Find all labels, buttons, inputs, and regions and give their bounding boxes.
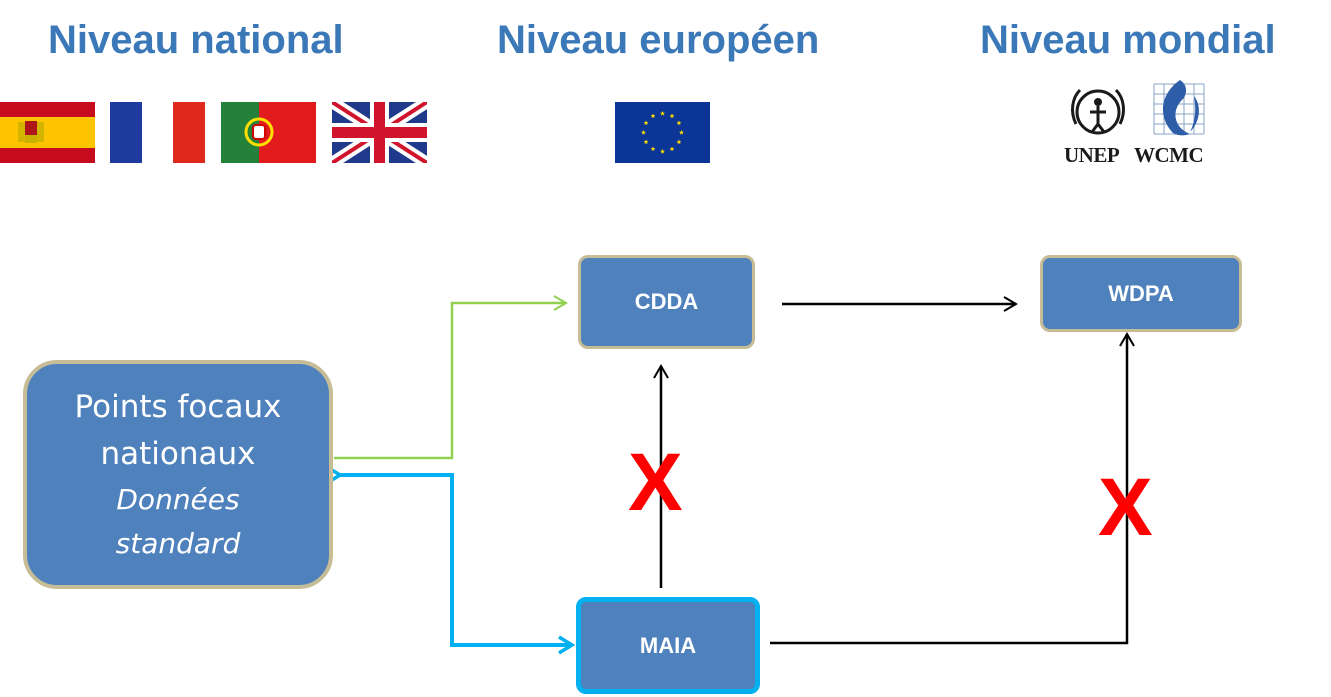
eu-star-icon xyxy=(643,120,649,126)
eu-star-icon xyxy=(679,129,684,135)
portugal-flag-icon xyxy=(221,102,316,163)
spain-flag-icon xyxy=(0,102,95,163)
wcmc-label: WCMC xyxy=(1134,143,1204,167)
eu-star-icon xyxy=(676,139,682,145)
heading-national: Niveau national xyxy=(48,18,344,62)
eu-star-icon xyxy=(641,129,646,135)
node-wdpa: WDPA xyxy=(1040,255,1242,332)
cross-maia-wdpa: X xyxy=(1098,462,1153,553)
arrow-maia-to-wdpa xyxy=(770,332,1135,645)
arrow-maia-focal-blue xyxy=(326,465,576,655)
arrow-focal-to-cdda xyxy=(334,295,568,460)
eu-star-icon xyxy=(650,113,656,119)
node-maia: MAIA xyxy=(576,597,760,694)
eu-star-icon xyxy=(650,146,656,152)
node-focal-line1: Points focaux xyxy=(74,388,282,425)
eu-star-icon xyxy=(660,110,665,116)
eu-flag-icon xyxy=(615,102,710,163)
cross-maia-cdda: X xyxy=(628,437,683,528)
node-cdda: CDDA xyxy=(578,255,755,349)
unep-logo-icon xyxy=(1071,88,1125,135)
node-focal-line2: nationaux xyxy=(100,435,256,472)
eu-star-icon xyxy=(669,146,675,152)
uk-flag-icon xyxy=(332,102,427,163)
heading-european: Niveau européen xyxy=(497,18,820,62)
eu-star-icon xyxy=(660,148,665,154)
node-focal-line3: Données xyxy=(116,482,240,516)
node-focal-line4: standard xyxy=(115,526,241,560)
heading-world: Niveau mondial xyxy=(980,18,1276,62)
france-flag-icon xyxy=(110,102,205,163)
eu-star-icon xyxy=(643,139,649,145)
eu-star-icon xyxy=(669,113,675,119)
eu-star-icon xyxy=(676,120,682,126)
wcmc-logo-icon xyxy=(1153,80,1205,136)
node-focal-points: Points focaux nationaux Données standard xyxy=(23,360,333,589)
unep-label: UNEP xyxy=(1064,143,1120,167)
